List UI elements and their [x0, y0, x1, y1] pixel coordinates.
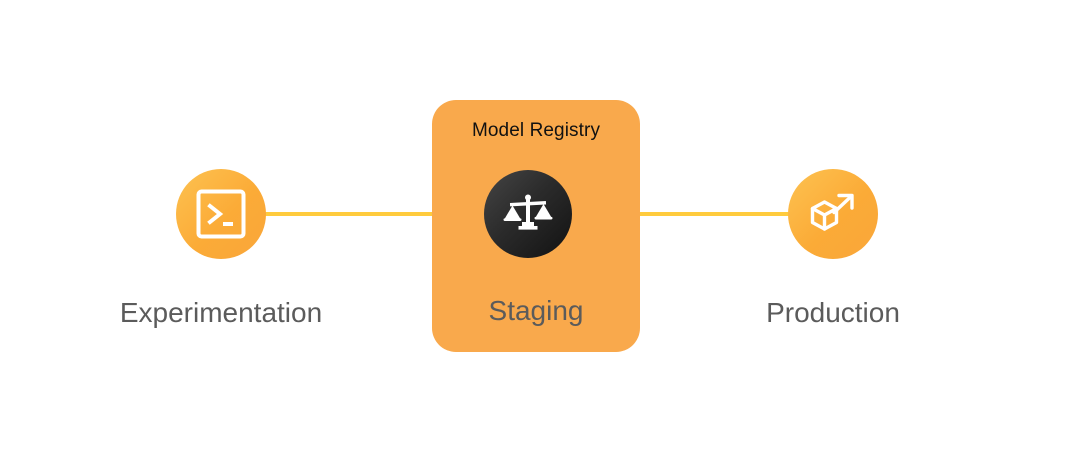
production-icon-circle[interactable] [788, 169, 878, 259]
cube-arrow-icon [810, 193, 854, 231]
terminal-icon [196, 189, 246, 239]
connector-experimentation-to-staging [258, 212, 444, 216]
stage-label-experimentation: Experimentation [119, 297, 323, 328]
balance-scale-icon [503, 194, 553, 230]
staging-icon-circle[interactable] [484, 170, 572, 258]
experimentation-icon-circle[interactable] [176, 169, 266, 259]
connector-staging-to-production [630, 212, 836, 216]
stage-label-production: Production [766, 297, 900, 328]
model-registry-title: Model Registry [471, 120, 601, 141]
stage-label-staging: Staging [488, 295, 584, 326]
